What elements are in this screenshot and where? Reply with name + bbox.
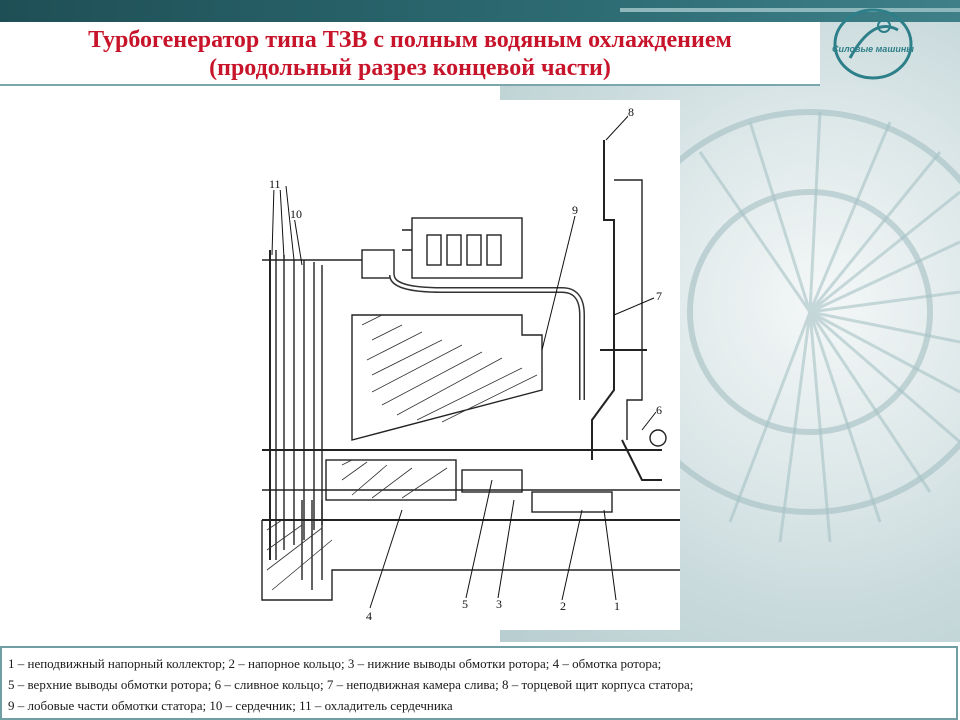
legend-line-3: 9 – лобовые части обмотки статора; 10 – … xyxy=(8,698,453,713)
page-title: Турбогенератор типа ТЗВ с полным водяным… xyxy=(88,27,732,53)
callout-6: 6 xyxy=(656,403,662,417)
top-bar xyxy=(0,0,960,22)
callout-5: 5 xyxy=(462,597,468,611)
callout-8: 8 xyxy=(628,105,634,119)
legend-line-2: 5 – верхние выводы обмотки ротора; 6 – с… xyxy=(8,677,694,692)
callout-3: 3 xyxy=(496,597,502,611)
top-bar-stripe xyxy=(620,8,960,12)
callout-10: 10 xyxy=(290,207,302,221)
title-panel: Турбогенератор типа ТЗВ с полным водяным… xyxy=(0,22,820,86)
callout-4: 4 xyxy=(366,609,372,623)
page-subtitle: (продольный разрез концевой части) xyxy=(209,55,611,81)
callout-11: 11 xyxy=(269,177,281,191)
callout-7: 7 xyxy=(656,289,662,303)
callout-9: 9 xyxy=(572,203,578,217)
company-logo: Силовые машины xyxy=(828,6,918,82)
legend-box: 1 – неподвижный напорный коллектор; 2 – … xyxy=(0,646,958,720)
cross-section-drawing: 11 10 9 8 7 6 4 5 3 2 1 xyxy=(242,100,680,630)
legend-line-1: 1 – неподвижный напорный коллектор; 2 – … xyxy=(8,656,662,671)
callout-1: 1 xyxy=(614,599,620,613)
callout-2: 2 xyxy=(560,599,566,613)
logo-text: Силовые машины xyxy=(832,44,914,54)
